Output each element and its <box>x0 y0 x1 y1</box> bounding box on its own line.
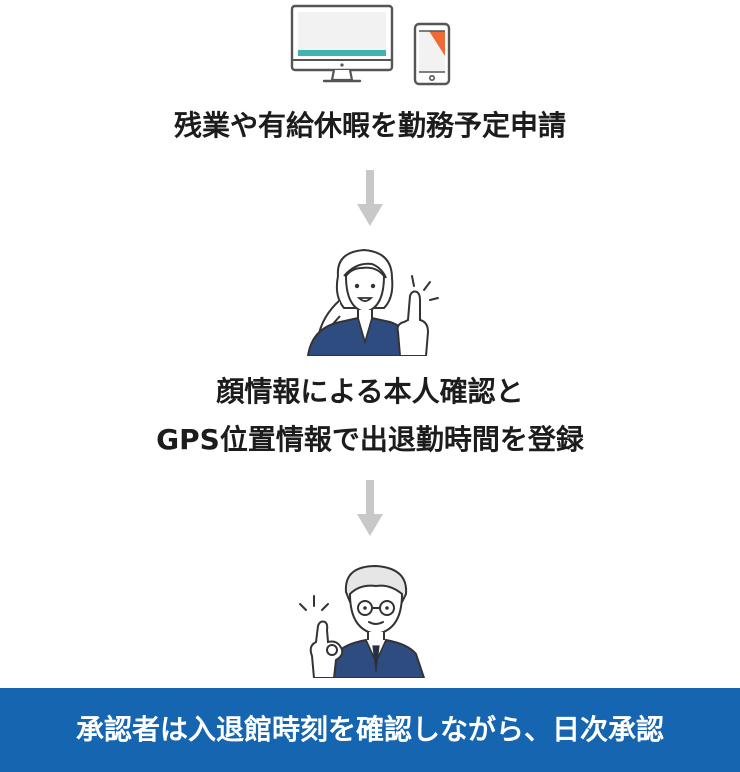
step-2-title-line-2: GPS位置情報で出退勤時間を登録 <box>156 423 584 456</box>
approval-banner: 承認者は入退館時刻を確認しながら、日次承認 <box>0 688 740 772</box>
down-arrow-icon <box>357 480 383 536</box>
monitor-icon <box>290 4 394 83</box>
man-ok-gesture-icon <box>299 564 426 678</box>
down-arrow-icon <box>357 170 383 226</box>
approval-banner-text: 承認者は入退館時刻を確認しながら、日次承認 <box>75 713 664 746</box>
smartphone-icon <box>413 22 451 86</box>
devices-illustration <box>288 4 454 86</box>
step-1-title: 残業や有給休暇を勤務予定申請 <box>173 109 566 142</box>
step-2-title-line-1: 顔情報による本人確認と <box>216 375 524 408</box>
woman-pointing-icon <box>306 248 439 356</box>
